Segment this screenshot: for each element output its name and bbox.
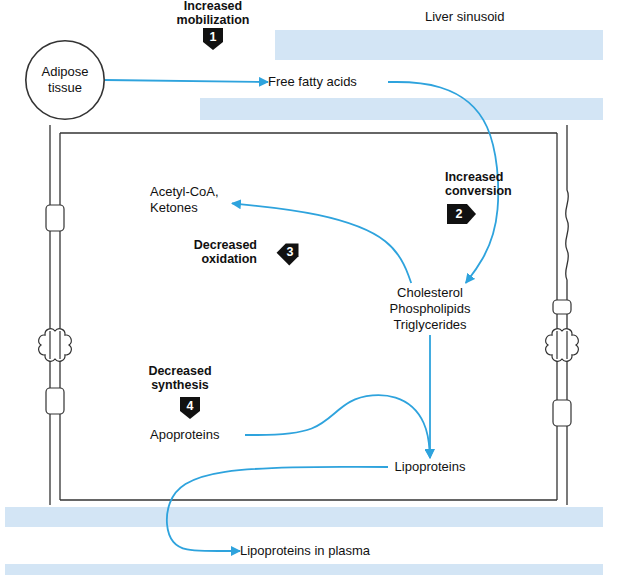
process-text-box: Lipoproteins xyxy=(388,458,472,476)
process-text-box: Lipoproteins in plasma xyxy=(240,542,410,560)
process-text-box: Free fatty acids xyxy=(268,73,388,91)
callout-number: 3 xyxy=(280,245,300,259)
callout-marker xyxy=(277,237,305,265)
cell-membrane xyxy=(556,133,557,500)
callout-marker xyxy=(447,204,476,224)
junction-box xyxy=(46,388,64,414)
annotation-label: Decreased synthesis xyxy=(130,364,230,392)
flow-arrow xyxy=(429,335,431,458)
junction-box xyxy=(553,400,571,426)
flow-arrow xyxy=(105,80,268,82)
annotation-label: Liver sinusoid xyxy=(425,10,545,24)
node-text: Adipose tissue xyxy=(34,64,96,96)
callout-marker xyxy=(203,28,223,50)
cell-membrane xyxy=(60,499,557,500)
callout-number: 2 xyxy=(449,207,469,221)
junction-box xyxy=(553,300,571,314)
node-text: Free fatty acids xyxy=(268,74,388,90)
cell-membrane xyxy=(566,331,567,359)
annotation-label: Increased mobilization xyxy=(163,0,263,27)
process-text-box: Apoproteins xyxy=(150,426,245,444)
cell-membrane xyxy=(49,331,50,359)
junction-box xyxy=(46,205,64,231)
node-text: Apoproteins xyxy=(150,427,245,443)
tissue-circle: Adipose tissue xyxy=(25,40,105,120)
callout-number: 1 xyxy=(203,30,223,44)
desmosome-symbol xyxy=(39,329,72,362)
cell-membrane xyxy=(556,331,557,359)
annotation-label: Increased conversion xyxy=(445,170,535,198)
callout-number: 4 xyxy=(180,399,200,413)
node-text: Acetyl-CoA, Ketones xyxy=(150,184,232,216)
cell-outline xyxy=(50,125,568,505)
cell-membrane xyxy=(59,331,60,359)
cell-membrane xyxy=(60,132,557,133)
process-text-box: Cholesterol Phospholipids Triglycerides xyxy=(383,283,477,335)
flow-arrow xyxy=(245,395,430,458)
cell-membrane xyxy=(566,125,569,505)
node-text: Lipoproteins in plasma xyxy=(240,543,410,559)
circle-shape xyxy=(26,41,104,119)
cell-membrane xyxy=(49,125,50,505)
callout-marker xyxy=(180,397,200,419)
flow-arrow xyxy=(167,467,388,551)
node-text: Lipoproteins xyxy=(388,459,472,475)
cell-membrane xyxy=(59,133,60,500)
desmosome xyxy=(39,329,579,362)
flow-arrow xyxy=(232,203,411,283)
sinusoid-band xyxy=(275,30,603,60)
process-text-box: Acetyl-CoA, Ketones xyxy=(150,183,232,217)
annotation-label: Decreased oxidation xyxy=(165,238,257,266)
sinusoid-band xyxy=(200,98,603,120)
plasma-band xyxy=(5,564,603,575)
desmosome-symbol xyxy=(546,329,579,362)
node-text: Cholesterol Phospholipids Triglycerides xyxy=(383,285,477,333)
plasma-band xyxy=(5,507,603,527)
